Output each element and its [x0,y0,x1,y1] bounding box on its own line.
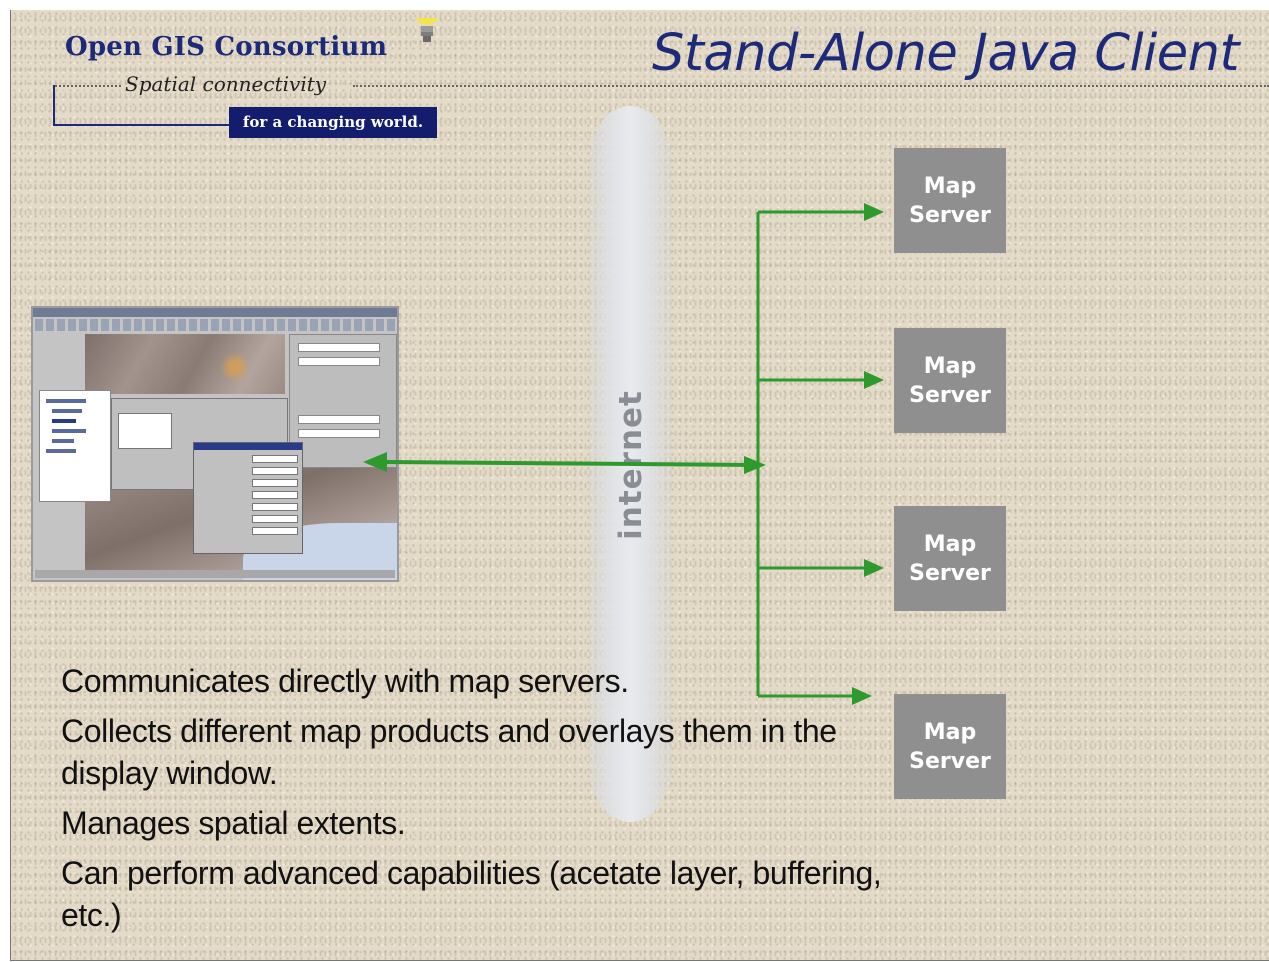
java-client-screenshot [31,306,399,582]
feature-item: Communicates directly with map servers. [61,663,629,699]
slide: Open GIS Consortium Spatial connectivity… [10,10,1269,961]
map-server-label: Map Server [909,173,991,228]
logo-dotted-rule [55,85,121,87]
logo-title: Open GIS Consortium [65,32,388,62]
arrow-to-server-4 [758,687,872,705]
feature-item: Collects different map products and over… [61,713,837,791]
logo-bracket [53,85,233,126]
map-server-box: Map Server [894,694,1006,799]
client-layer-tree [39,390,111,502]
client-side-panel [289,334,397,468]
header-dotted-rule [353,85,1269,87]
connection-arrows [363,203,884,705]
feature-item: Manages spatial extents. [61,805,406,841]
client-title-bar [33,308,397,317]
feature-list: Communicates directly with map servers. … [61,660,911,944]
client-to-internet-arrow [363,452,766,474]
client-map-view [85,334,285,394]
map-server-label: Map Server [909,531,991,586]
arrow-to-server-1 [758,203,884,221]
client-properties-dialog [193,442,303,554]
arrow-to-server-2 [758,371,884,389]
map-server-box: Map Server [894,148,1006,253]
slide-title: Stand-Alone Java Client [652,24,1239,83]
client-status-bar [35,570,395,578]
client-toolbar [35,319,395,331]
logo-tagline: Spatial connectivity [125,72,327,96]
logo-slogan: for a changing world. [229,107,437,138]
arrow-to-server-3 [758,559,884,577]
map-server-box: Map Server [894,328,1006,433]
feature-item: Can perform advanced capabilities (aceta… [61,855,882,933]
lightbulb-icon [415,18,439,42]
map-server-label: Map Server [909,353,991,408]
map-server-label: Map Server [909,719,991,774]
map-server-box: Map Server [894,506,1006,611]
